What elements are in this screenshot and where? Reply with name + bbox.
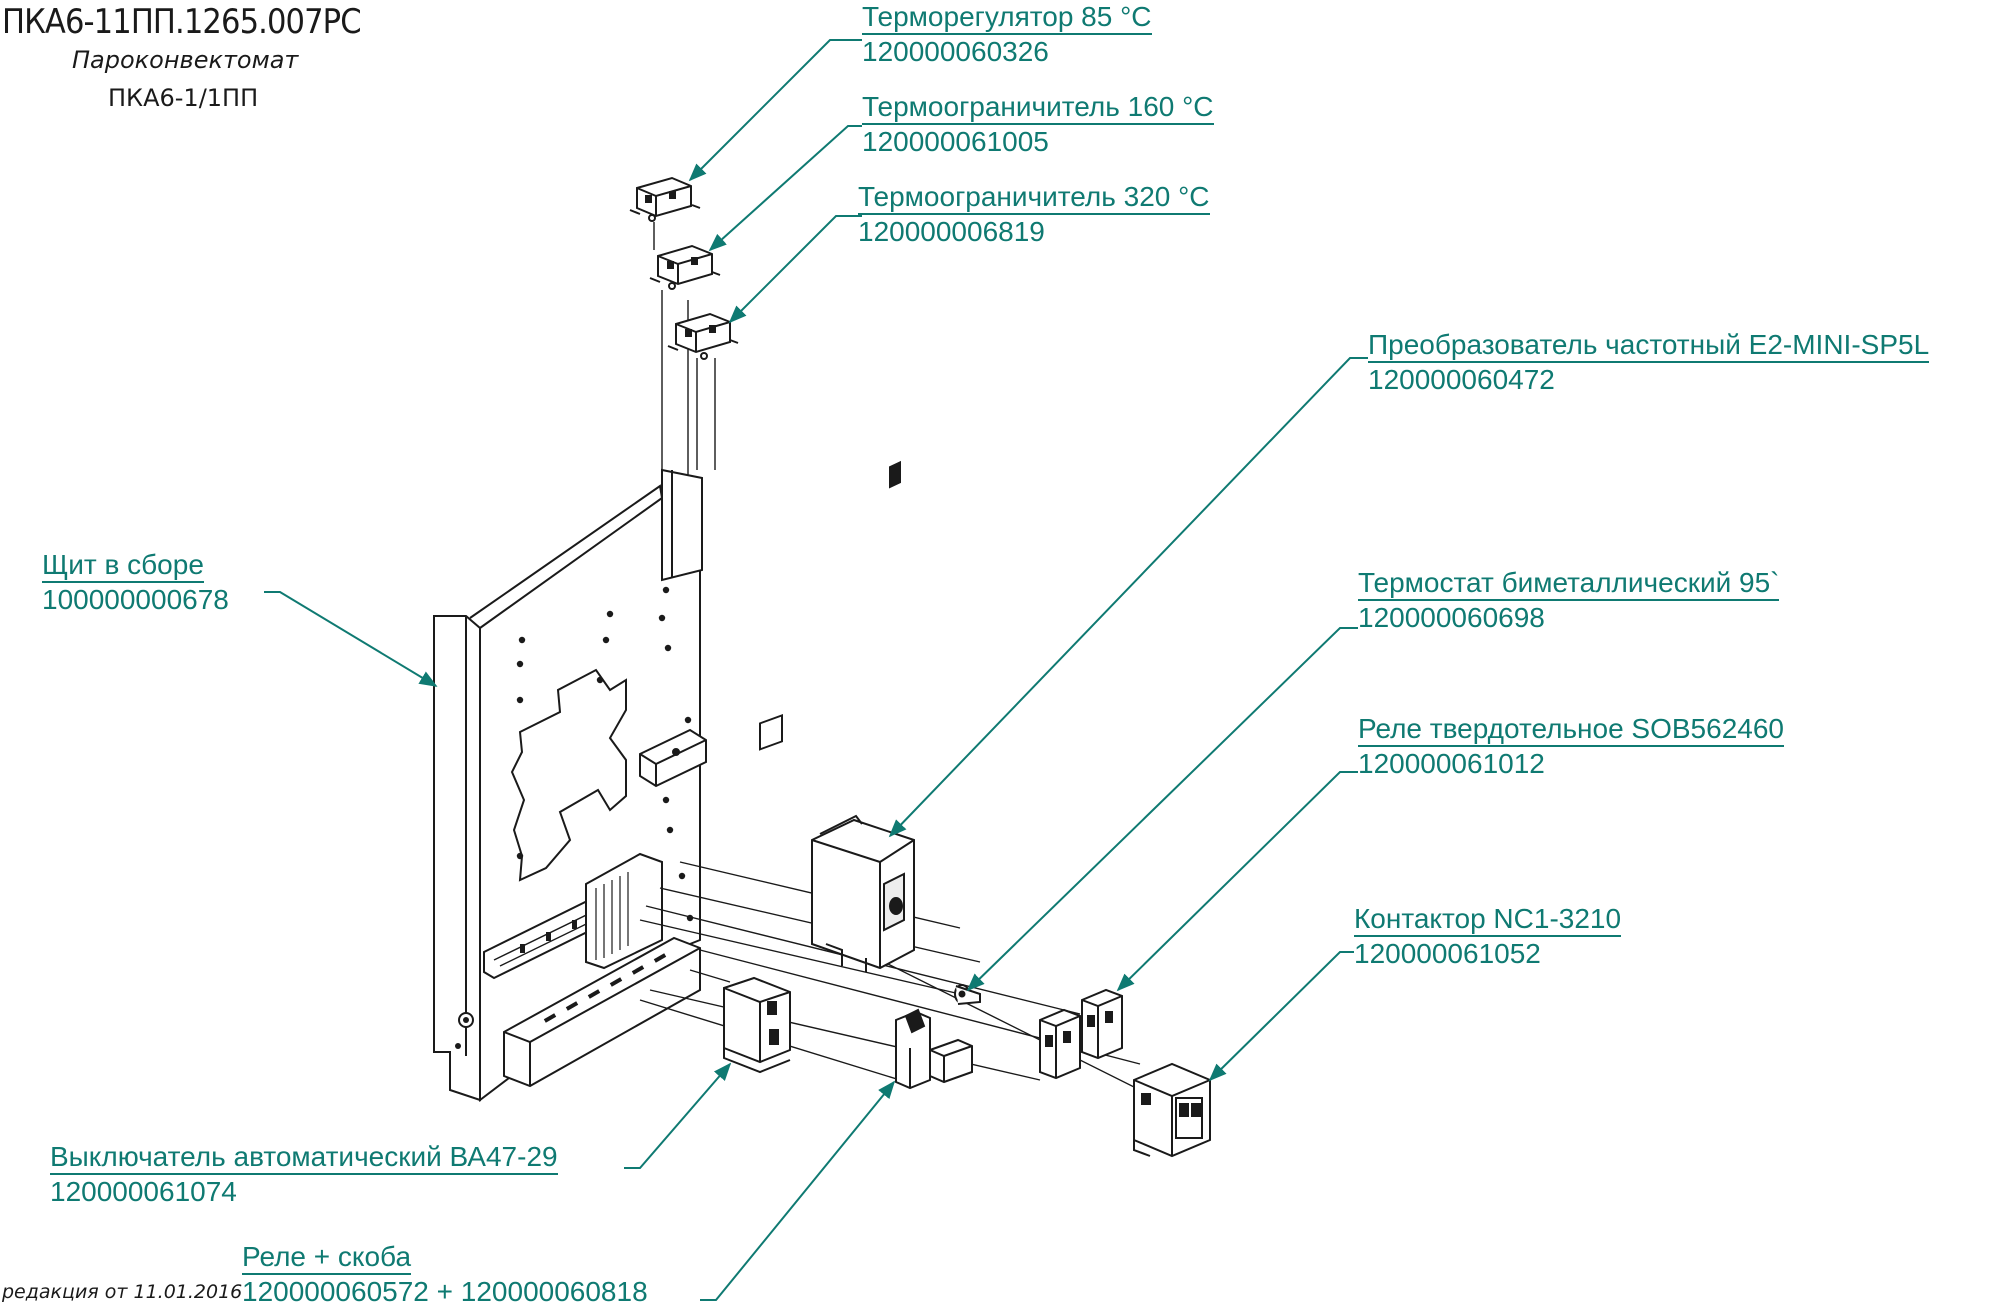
callout-panel-assembly: Щит в сборе 100000000678 [42, 548, 229, 616]
callout-code: 120000060326 [862, 36, 1049, 67]
thermostat-85-part [629, 176, 701, 222]
callout-code: 120000061005 [862, 126, 1049, 157]
thermolimiter-160-part [649, 244, 721, 290]
callout-code: 100000000678 [42, 584, 229, 615]
callout-name: Реле + скоба [242, 1240, 412, 1275]
solid-state-relay-part [1039, 988, 1123, 1080]
bimetal-thermostat-part [954, 984, 981, 1005]
product-model: ПКА6-1/1ПП [108, 84, 259, 112]
contactor-part [1133, 1062, 1211, 1158]
callout-code: 120000061074 [50, 1176, 237, 1207]
callout-name: Преобразователь частотный E2-MINI-SP5L [1368, 328, 1930, 363]
callout-contactor: Контактор NC1-3210 120000061052 [1354, 902, 1622, 970]
callout-name: Терморегулятор 85 °C [862, 0, 1152, 35]
callout-name: Контактор NC1-3210 [1354, 902, 1622, 937]
callout-code: 120000060472 [1368, 364, 1555, 395]
callout-leader-lines [264, 39, 1368, 1301]
callout-circuit-breaker: Выключатель автоматический ВА47-29 12000… [50, 1140, 558, 1208]
revision-note: редакция от 11.01.2016 [2, 1281, 243, 1303]
product-type: Пароконвектомат [72, 46, 299, 74]
callout-code: 120000060698 [1358, 602, 1545, 633]
callout-frequency-converter: Преобразователь частотный E2-MINI-SP5L 1… [1368, 328, 1930, 396]
callout-thermoregulator: Терморегулятор 85 °C 120000060326 [862, 0, 1152, 68]
callout-code: 120000061012 [1358, 748, 1545, 779]
frequency-converter-part [811, 460, 915, 972]
callout-name: Реле твердотельное SOB562460 [1358, 712, 1784, 747]
callout-bimetal-thermostat: Термостат биметаллический 95` 1200000606… [1358, 566, 1780, 634]
document-code: ПКА6-11ПП.1265.007РС [2, 2, 362, 42]
callout-name: Термоограничитель 320 °C [858, 180, 1210, 215]
callout-code: 120000060572 + 120000060818 [242, 1276, 648, 1307]
circuit-breaker-part [723, 714, 791, 1074]
callout-relay-bracket: Реле + скоба 120000060572 + 120000060818 [242, 1240, 648, 1308]
callout-name: Термостат биметаллический 95` [1358, 566, 1780, 601]
callout-name: Термоограничитель 160 °C [862, 90, 1214, 125]
callout-thermolimiter-320: Термоограничитель 320 °C 120000006819 [858, 180, 1210, 248]
thermolimiter-320-part [667, 312, 739, 360]
callout-name: Выключатель автоматический ВА47-29 [50, 1140, 558, 1175]
callout-solid-state-relay: Реле твердотельное SOB562460 12000006101… [1358, 712, 1784, 780]
callout-code: 120000006819 [858, 216, 1045, 247]
panel-assembly-part [433, 468, 707, 1103]
callout-code: 120000061052 [1354, 938, 1541, 969]
callout-name: Щит в сборе [42, 548, 204, 583]
relay-bracket-part [895, 1008, 973, 1090]
callout-thermolimiter-160: Термоограничитель 160 °C 120000061005 [862, 90, 1214, 158]
